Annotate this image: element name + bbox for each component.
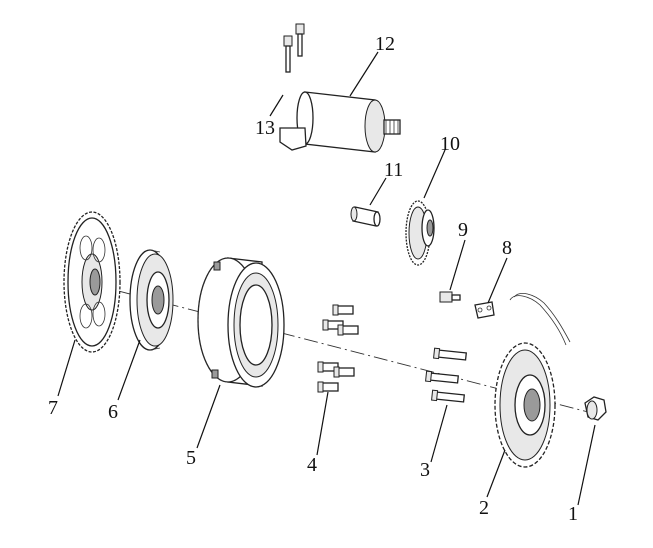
leader-8	[487, 257, 508, 304]
callout-3: 3	[420, 459, 430, 481]
callout-11: 11	[384, 159, 403, 181]
leader-3	[430, 404, 448, 463]
stator-bolts	[425, 347, 468, 403]
callout-1: 1	[568, 503, 578, 525]
callout-labels: 1 2 3 4 5 6 7 8 9 10 11 12 13	[48, 33, 578, 525]
stator	[494, 293, 571, 468]
flywheel-rotor	[197, 257, 285, 388]
callout-2: 2	[479, 497, 489, 519]
leader-lines	[57, 51, 596, 506]
leader-1	[577, 424, 596, 506]
callout-7: 7	[48, 397, 58, 419]
callout-4: 4	[307, 454, 317, 476]
idle-gear	[405, 200, 435, 266]
starter-motor	[279, 91, 401, 153]
leader-10	[423, 149, 446, 199]
leader-13	[269, 94, 284, 117]
leader-6	[117, 339, 141, 401]
starter-clutch	[129, 249, 174, 351]
leader-2	[486, 449, 506, 498]
callout-9: 9	[458, 219, 468, 241]
leader-7	[57, 339, 76, 397]
leader-12	[349, 51, 379, 97]
callout-8: 8	[502, 237, 512, 259]
callout-10: 10	[440, 133, 460, 155]
flywheel-bolts	[317, 304, 359, 393]
leader-9	[449, 239, 466, 291]
pickup-bolt	[439, 291, 461, 303]
idle-gear-shaft	[350, 206, 381, 227]
callout-6: 6	[108, 401, 118, 423]
callout-5: 5	[186, 447, 196, 469]
leader-11	[369, 177, 387, 206]
callout-13: 13	[255, 117, 275, 139]
leader-5	[196, 384, 221, 449]
starter-motor-bolts	[283, 23, 305, 73]
callout-12: 12	[375, 33, 395, 55]
leader-4	[316, 391, 329, 456]
pickup-coil	[474, 301, 495, 319]
flange-nut	[584, 396, 607, 421]
starter-driven-gear	[63, 211, 121, 353]
